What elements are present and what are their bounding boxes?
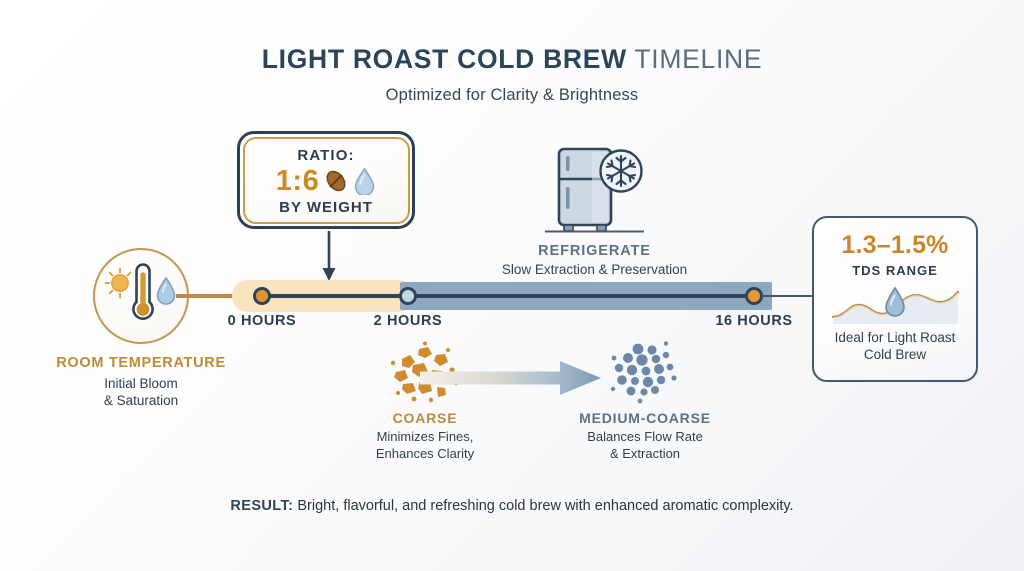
timeline-label-2h: 2 HOURS	[373, 313, 443, 329]
room-temperature-icon-group	[104, 263, 176, 320]
ratio-value-row: 1:6	[276, 165, 376, 198]
ratio-footer: BY WEIGHT	[279, 198, 373, 216]
refrigerator-icon	[545, 147, 644, 233]
grind-coarse-subtitle: Minimizes Fines, Enhances Clarity	[375, 429, 475, 461]
ratio-to-timeline-arrow-icon	[322, 231, 336, 281]
timeline-node-16h[interactable]	[745, 287, 763, 305]
timeline-node-0h[interactable]	[253, 287, 271, 305]
snowflake-icon	[599, 149, 643, 193]
result-lead: RESULT:	[230, 498, 294, 514]
ratio-callout-box: RATIO: 1:6 BY WEIGHT	[237, 131, 415, 229]
sun-icon	[104, 267, 132, 299]
room-temperature-title: ROOM TEMPERATURE	[56, 355, 226, 371]
page-title-light: TIMELINE	[626, 44, 763, 74]
timeline-label-16h: 16 HOURS	[715, 313, 793, 329]
tds-label: TDS RANGE	[852, 263, 938, 278]
water-drop-icon	[885, 286, 905, 317]
refrigerate-subtitle: Slow Extraction & Preservation	[501, 262, 688, 277]
tds-graphic	[827, 280, 963, 326]
tds-callout-box: 1.3–1.5% TDS RANGE Ideal for Light Roast…	[812, 216, 978, 382]
timeline-node-2h[interactable]	[399, 287, 417, 305]
refrigerate-title: REFRIGERATE	[538, 243, 651, 259]
water-drop-icon	[156, 276, 176, 305]
page-subtitle: Optimized for Clarity & Brightness	[385, 86, 639, 104]
stage-refrigerate: REFRIGERATE Slow Extraction & Preservati…	[487, 143, 702, 277]
right-arrow-icon	[420, 361, 601, 395]
timeline-lead-line	[176, 294, 260, 298]
coffee-bean-icon	[326, 170, 346, 192]
stage-room-temperature: ROOM TEMPERATURE Initial Bloom & Saturat…	[36, 248, 246, 410]
grind-medium-coarse-title: MEDIUM-COARSE	[579, 410, 711, 426]
timeline-label-0h: 0 HOURS	[227, 313, 297, 329]
ratio-label: RATIO:	[297, 146, 355, 164]
grind-medium-coarse-subtitle: Balances Flow Rate & Extraction	[587, 429, 703, 461]
room-temperature-subtitle: Initial Bloom & Saturation	[103, 376, 179, 409]
ratio-value: 1:6	[275, 164, 320, 197]
grind-coarse: COARSE Minimizes Fines, Enhances Clarity	[330, 340, 520, 463]
result-text: Bright, flavorful, and refreshing cold b…	[293, 498, 794, 514]
grind-medium-coarse: MEDIUM-COARSE Balances Flow Rate & Extra…	[550, 340, 740, 463]
refrigerate-icon-group	[487, 143, 702, 237]
timeline-core-line	[262, 294, 756, 298]
medium-coarse-grind-particles-icon	[550, 340, 740, 408]
thermometer-icon	[132, 263, 154, 320]
timeline-track: 0 HOURS 2 HOURS 16 HOURS	[0, 280, 1024, 329]
timeline-tail-line	[752, 295, 822, 297]
page-title-strong: LIGHT ROAST COLD BREW	[261, 44, 627, 74]
tds-value: 1.3–1.5%	[841, 231, 949, 259]
grind-coarse-title: COARSE	[392, 410, 458, 426]
header: LIGHT ROAST COLD BREW TIMELINE Optimized…	[0, 44, 1024, 105]
tds-footer: Ideal for Light Roast Cold Brew	[834, 330, 956, 362]
result-line: RESULT: Bright, flavorful, and refreshin…	[0, 498, 1024, 514]
grind-comparison: COARSE Minimizes Fines, Enhances Clarity	[300, 340, 770, 470]
page-title: LIGHT ROAST COLD BREW TIMELINE	[0, 44, 1024, 75]
water-drop-icon	[354, 167, 375, 195]
ratio-callout-inner: RATIO: 1:6 BY WEIGHT	[242, 136, 410, 224]
tds-wave-graphic-group	[831, 286, 960, 324]
room-temperature-icon-circle	[93, 248, 189, 344]
